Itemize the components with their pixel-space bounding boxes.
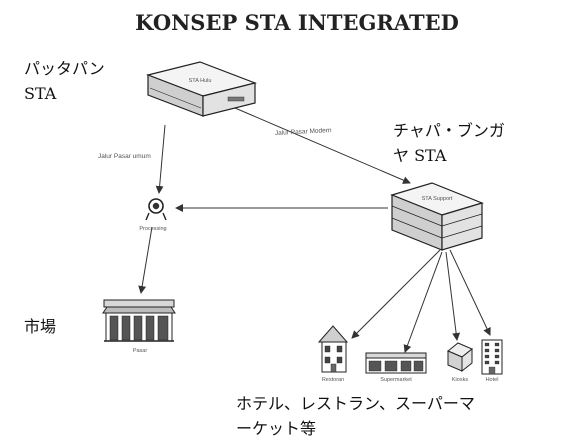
kiosks-icon: [447, 342, 473, 373]
sta-hulu-box-label: STA Hulu: [189, 78, 212, 84]
restoran-label: Restoran: [322, 377, 344, 383]
hotel-building-icon: [481, 339, 503, 375]
hotel-label: Hotel: [486, 377, 499, 383]
sta-hulu-caption-line2: STA: [24, 84, 57, 103]
sta-support-box-label: STA Support: [422, 196, 453, 202]
arrow-support-to-hotel: [449, 249, 491, 336]
pasar-caption: 市場: [24, 317, 57, 336]
processing-label: Processing: [139, 226, 166, 232]
sta-support-caption: チャパ・ブンガ ヤ STA: [393, 118, 505, 168]
processing-icon: [145, 198, 167, 221]
supermarket-store-icon: [365, 352, 427, 374]
arrow-support-to-kiosks: [445, 251, 461, 341]
footer-caption-line2: ーケット等: [236, 419, 317, 438]
sta-support-box: [390, 182, 484, 251]
footer-caption: ホテル、レストラン、スーパーマ ーケット等: [236, 391, 475, 441]
sta-support-caption-line2: ヤ STA: [393, 146, 447, 165]
supermarket-label: Supermarket: [380, 377, 412, 383]
sta-hulu-box: [146, 61, 257, 117]
edge-label-hulu-to-support: Jalur Pasar Modern: [275, 127, 332, 137]
connection-arrows: [138, 104, 491, 353]
arrow-hulu-to-support: [227, 104, 411, 184]
footer-caption-line1: ホテル、レストラン、スーパーマ: [236, 394, 475, 413]
sta-hulu-caption-line1: パッタパン: [24, 59, 105, 78]
pasar-label: Pasar: [133, 348, 148, 354]
edge-label-hulu-to-processing: Jalur Pasar umum: [98, 153, 151, 160]
kiosks-label: Kiosks: [452, 377, 468, 383]
arrow-hulu-to-processing: [155, 124, 166, 194]
arrow-processing-to-pasar: [138, 226, 153, 294]
pasar-building-icon: [102, 299, 176, 342]
diagram-title: KONSEP STA INTEGRATED: [135, 10, 459, 35]
arrow-support-to-restoran: [351, 249, 441, 339]
restoran-house-icon: [317, 325, 349, 373]
sta-support-caption-line1: チャパ・ブンガ: [393, 121, 505, 140]
arrow-support-to-supermarket: [403, 251, 443, 353]
sta-hulu-caption: パッタパン STA: [24, 56, 105, 106]
